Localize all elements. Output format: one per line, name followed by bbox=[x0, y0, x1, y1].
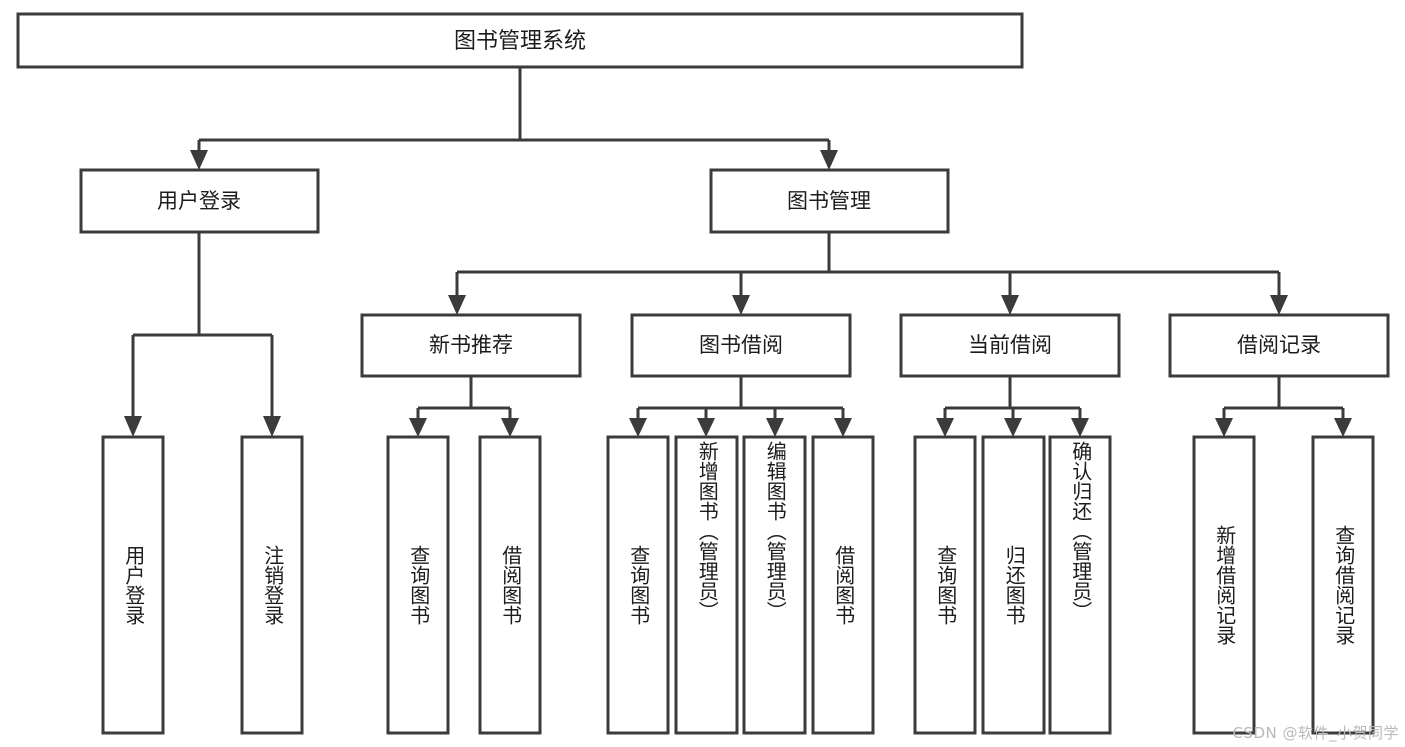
arrowhead-leaf-edit-book-admin bbox=[766, 418, 784, 437]
arrowhead-borrow-record bbox=[1270, 295, 1288, 315]
node-box-leaf-logout-login[interactable] bbox=[240, 435, 304, 735]
node-box-leaf-borrow-book-1[interactable] bbox=[478, 435, 542, 735]
arrowhead-userlogin bbox=[190, 150, 208, 170]
node-box-leaf-add-borrow-record[interactable] bbox=[1192, 435, 1256, 735]
node-box-book-borrow[interactable] bbox=[630, 313, 852, 378]
node-label-new-book-recommend: 新书推荐 bbox=[429, 333, 513, 357]
node-box-leaf-query-borrow-record[interactable] bbox=[1311, 435, 1375, 735]
arrowhead-leaf-query-book-2 bbox=[629, 418, 647, 437]
node-box-leaf-return-book[interactable] bbox=[981, 435, 1046, 735]
node-label-borrow-record: 借阅记录 bbox=[1237, 333, 1321, 357]
arrowhead-leaf-query-borrow-record bbox=[1334, 418, 1352, 437]
arrowhead-leaf-borrow-book-1 bbox=[501, 418, 519, 437]
node-box-leaf-add-book-admin[interactable] bbox=[674, 435, 739, 735]
node-label-user-login: 用户登录 bbox=[157, 189, 241, 213]
node-box-user-login[interactable] bbox=[79, 168, 320, 234]
node-box-leaf-borrow-book-2[interactable] bbox=[811, 435, 875, 735]
node-box-leaf-user-login[interactable] bbox=[101, 435, 165, 735]
node-label-book-borrow: 图书借阅 bbox=[699, 333, 783, 357]
connector-group-bookborrow bbox=[629, 376, 852, 437]
node-box-root[interactable] bbox=[16, 12, 1024, 69]
node-label-current-borrow: 当前借阅 bbox=[968, 333, 1052, 357]
node-box-new-book-recommend[interactable] bbox=[360, 313, 582, 378]
arrowhead-leaf-query-book-1 bbox=[409, 418, 427, 437]
arrowhead-new-book-recommend bbox=[448, 295, 466, 315]
arrowhead-leaf-user-login bbox=[124, 416, 142, 437]
connector-group-currentborrow bbox=[936, 376, 1089, 437]
node-label-book-manage: 图书管理 bbox=[787, 189, 871, 213]
arrowhead-leaf-add-book-admin bbox=[697, 418, 715, 437]
connector-group-newbook bbox=[409, 376, 519, 437]
node-box-leaf-query-book-1[interactable] bbox=[386, 435, 450, 735]
arrowhead-bookmanage bbox=[820, 150, 838, 170]
node-box-leaf-query-book-2[interactable] bbox=[606, 435, 670, 735]
node-label-root: 图书管理系统 bbox=[454, 29, 586, 54]
connector-group-bookmanage bbox=[448, 232, 1288, 315]
connector-group-borrowrecord bbox=[1215, 376, 1352, 437]
node-box-leaf-query-book-3[interactable] bbox=[913, 435, 977, 735]
arrowhead-leaf-return-book bbox=[1004, 418, 1022, 437]
arrowhead-leaf-borrow-book-2 bbox=[834, 418, 852, 437]
node-box-leaf-edit-book-admin[interactable] bbox=[742, 435, 807, 735]
arrowhead-leaf-query-book-3 bbox=[936, 418, 954, 437]
arrowhead-book-borrow bbox=[732, 295, 750, 315]
arrowhead-leaf-add-borrow-record bbox=[1215, 418, 1233, 437]
node-box-book-manage[interactable] bbox=[709, 168, 950, 234]
node-box-leaf-confirm-return-admin[interactable] bbox=[1048, 435, 1112, 735]
node-box-current-borrow[interactable] bbox=[899, 313, 1121, 378]
connector-group-root bbox=[190, 67, 838, 170]
arrowhead-current-borrow bbox=[1001, 295, 1019, 315]
connector-group-userlogin bbox=[124, 232, 281, 437]
node-box-borrow-record[interactable] bbox=[1168, 313, 1390, 378]
arrowhead-leaf-logout-login bbox=[263, 416, 281, 437]
arrowhead-leaf-confirm-return-admin bbox=[1071, 418, 1089, 437]
